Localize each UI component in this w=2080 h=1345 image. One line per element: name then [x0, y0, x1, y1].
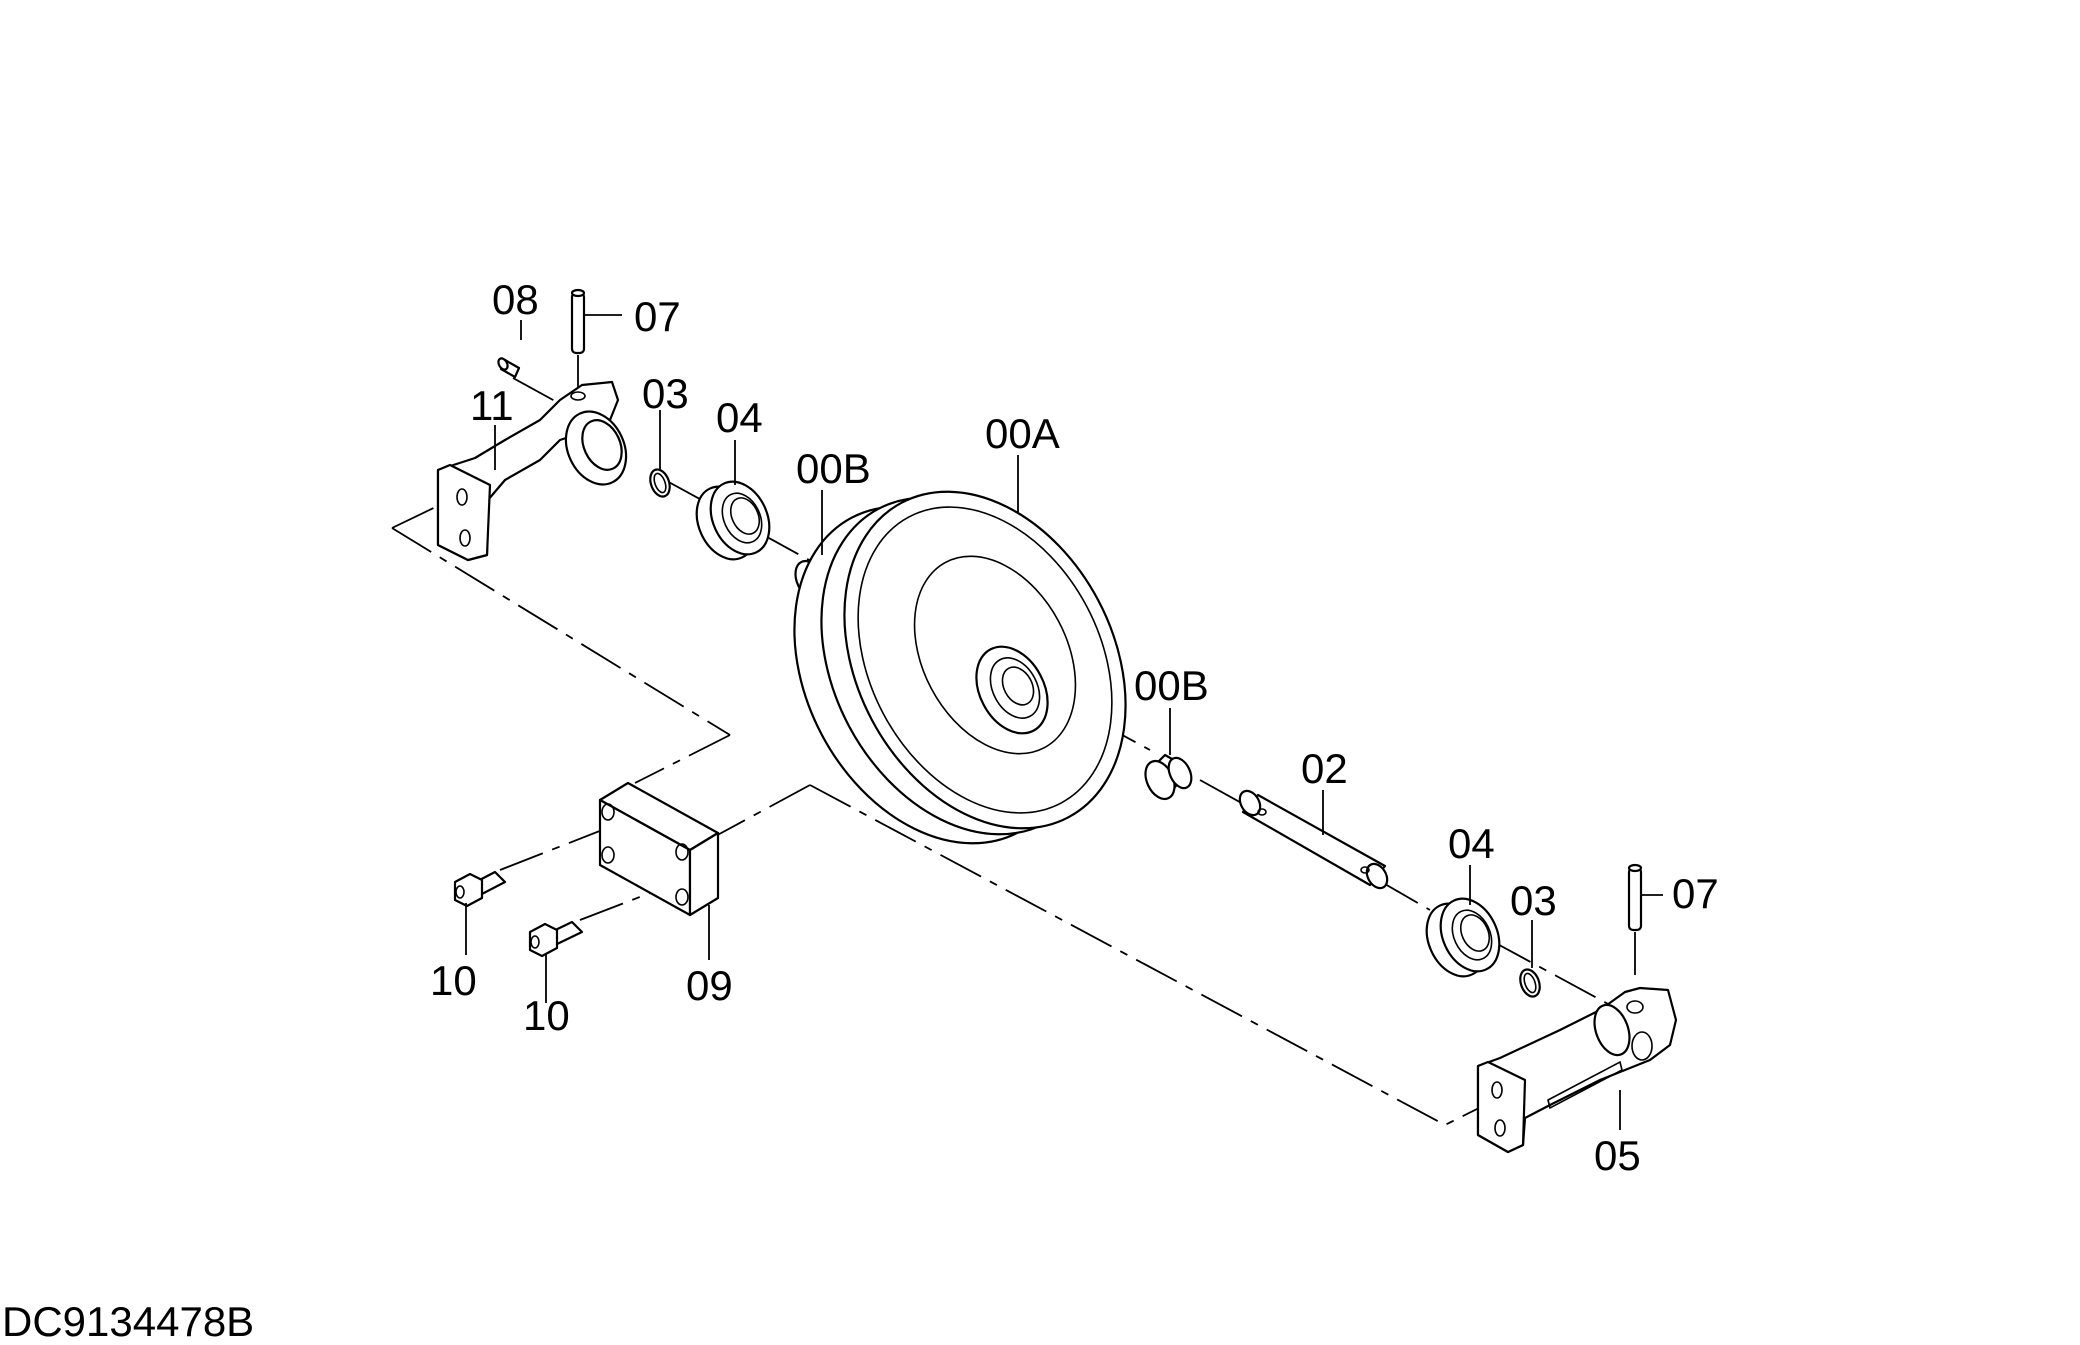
document-id: DC9134478B [2, 1298, 254, 1345]
idler-wheel [793, 490, 1127, 845]
pin-top [570, 288, 586, 395]
leader-lines [465, 314, 1663, 1130]
callout-11: 11 [470, 382, 514, 429]
mounting-plate [598, 781, 720, 917]
snap-ring-top [649, 468, 671, 498]
callout-07-top: 07 [634, 293, 681, 340]
bolt-right [528, 920, 584, 958]
callout-00A: 00A [985, 410, 1060, 457]
callout-08: 08 [492, 276, 539, 323]
callout-03-top: 03 [642, 370, 689, 417]
callout-00B-top: 00B [796, 445, 871, 492]
floating-seal-top [695, 480, 771, 561]
callout-00B-middle: 00B [1134, 662, 1209, 709]
callout-04-top: 04 [716, 394, 763, 441]
callout-07-bottom: 07 [1672, 870, 1719, 917]
callout-03-bottom: 03 [1510, 877, 1557, 924]
dowel-pin [497, 357, 521, 379]
callout-09: 09 [686, 962, 733, 1009]
bushing-middle [1144, 753, 1193, 801]
idler-shaft [1238, 789, 1389, 890]
callout-02: 02 [1301, 745, 1348, 792]
callout-10-right: 10 [523, 992, 570, 1039]
idler-bracket-left [436, 380, 628, 562]
callout-04-bottom: 04 [1448, 820, 1495, 867]
callout-10-left: 10 [430, 957, 477, 1004]
snap-ring-bottom [1519, 968, 1541, 998]
idler-bracket-right [1476, 986, 1678, 1154]
bolt-left [453, 870, 507, 908]
callout-labels: 08 07 11 03 04 00B 00A 00B 02 04 03 07 0… [430, 276, 1719, 1179]
pin-bottom [1627, 863, 1643, 975]
floating-seal-bottom [1425, 897, 1501, 978]
callout-05: 05 [1594, 1132, 1641, 1179]
